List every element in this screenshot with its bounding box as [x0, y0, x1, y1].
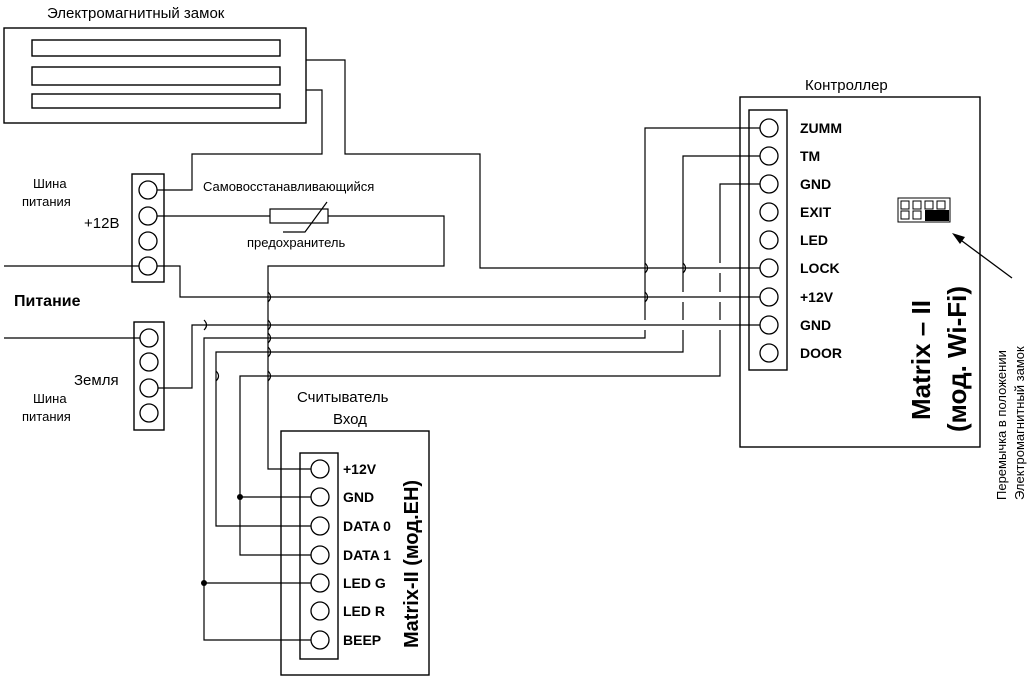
controller-terminal	[759, 315, 779, 335]
crossing-hop	[644, 291, 649, 303]
crossing-hop	[203, 319, 208, 331]
reader-pin-ledr: LED R	[343, 603, 385, 619]
wire-lock-plus12	[157, 89, 323, 191]
junction-dot	[201, 580, 207, 586]
lock-title: Электромагнитный замок	[47, 5, 225, 22]
ground-label: Земля	[74, 372, 119, 389]
reader-terminal	[310, 487, 330, 507]
reader-pin-beep: BEEP	[343, 632, 381, 648]
bus-bottom-label-2: питания	[22, 409, 71, 424]
crossing-hop	[267, 291, 272, 303]
controller-pin-door: DOOR	[800, 345, 842, 361]
crossing-hop	[267, 319, 272, 331]
controller-pin-tm: TM	[800, 148, 820, 164]
bus-top-label-1: Шина	[33, 176, 67, 191]
reader-pin-labels: +12V GND DATA 0 DATA 1 LED G LED R BEEP	[343, 461, 391, 648]
fuse-symbol	[269, 201, 329, 233]
controller-terminal	[759, 174, 779, 194]
reader-title-2: Вход	[333, 411, 367, 428]
reader-terminal	[310, 601, 330, 621]
crossing-hops	[203, 262, 687, 382]
crossing-hop	[215, 370, 220, 382]
crossing-hop	[682, 262, 687, 274]
controller-terminal	[759, 146, 779, 166]
wire-controller-gnd	[158, 324, 760, 389]
reader-terminal	[310, 630, 330, 650]
wire-zumm-upper	[644, 127, 760, 320]
bus-top-block	[131, 173, 165, 283]
reader-terminal	[310, 573, 330, 593]
junction-dot	[237, 494, 243, 500]
controller-pin-12v: +12V	[800, 289, 834, 305]
wire-gnd-data1	[239, 330, 721, 556]
wire-lock-lock	[306, 59, 760, 269]
reader-pin-data0: DATA 0	[343, 518, 391, 534]
controller-terminals	[759, 118, 779, 363]
wires	[4, 59, 760, 641]
wire-controller-12v	[157, 265, 760, 298]
controller-terminal	[759, 230, 779, 250]
wire-gnd-upper	[719, 183, 760, 263]
wire-tm-data0	[215, 330, 684, 527]
reader-pin-12v: +12V	[343, 461, 377, 477]
reader-pin-gnd: GND	[343, 489, 374, 505]
power-title: Питание	[14, 293, 81, 310]
junctions	[201, 494, 243, 586]
controller-model-line2: (мод. Wi-Fi)	[942, 286, 972, 432]
wire-tm-upper	[682, 155, 760, 292]
controller-pin-zumm: ZUMM	[800, 120, 842, 136]
bus-bottom-block	[133, 321, 165, 431]
controller-terminal	[759, 343, 779, 363]
crossing-hop	[267, 346, 272, 358]
reader-terminal	[310, 545, 330, 565]
reader-title-1: Считыватель	[297, 389, 389, 406]
reader-pin-data1: DATA 1	[343, 547, 391, 563]
reader-terminal	[310, 516, 330, 536]
wire-zumm-beep	[203, 330, 646, 641]
controller-terminal	[759, 118, 779, 138]
controller-pin-labels: ZUMM TM GND EXIT LED LOCK +12V GND DOOR	[800, 120, 842, 361]
controller-terminal	[759, 287, 779, 307]
controller-pin-gnd-2: GND	[800, 317, 831, 333]
bus-top-label-2: питания	[22, 194, 71, 209]
bus-bottom-label-1: Шина	[33, 391, 67, 406]
reader-pin-ledg: LED G	[343, 575, 386, 591]
reader-model: Matrix-II (мод.EH)	[401, 480, 423, 648]
controller-terminal	[759, 202, 779, 222]
controller-title: Контроллер	[805, 77, 888, 94]
jumper-block	[897, 197, 951, 223]
electromagnetic-lock	[3, 27, 307, 124]
controller-pin-led: LED	[800, 232, 828, 248]
jumper-note-line1: Перемычка в положении	[994, 350, 1009, 500]
wire-fuse-out-reader12v	[267, 215, 445, 470]
crossing-hop	[644, 262, 649, 274]
controller-pin-gnd: GND	[800, 176, 831, 192]
controller-pin-lock: LOCK	[800, 260, 840, 276]
reader-terminal	[310, 459, 330, 479]
crossing-hop	[267, 332, 272, 344]
plus12-label: +12В	[84, 215, 119, 232]
fuse-label-1: Самовосстанавливающийся	[203, 179, 374, 194]
fuse-label-2: предохранитель	[247, 235, 345, 250]
controller-model-line1: Matrix – II	[906, 300, 936, 420]
jumper-arrow	[952, 233, 1013, 279]
jumper-note-line2: Электромагнитный замок	[1012, 346, 1027, 500]
controller-pin-exit: EXIT	[800, 204, 832, 220]
crossing-hop	[267, 370, 272, 382]
controller-terminal	[759, 258, 779, 278]
